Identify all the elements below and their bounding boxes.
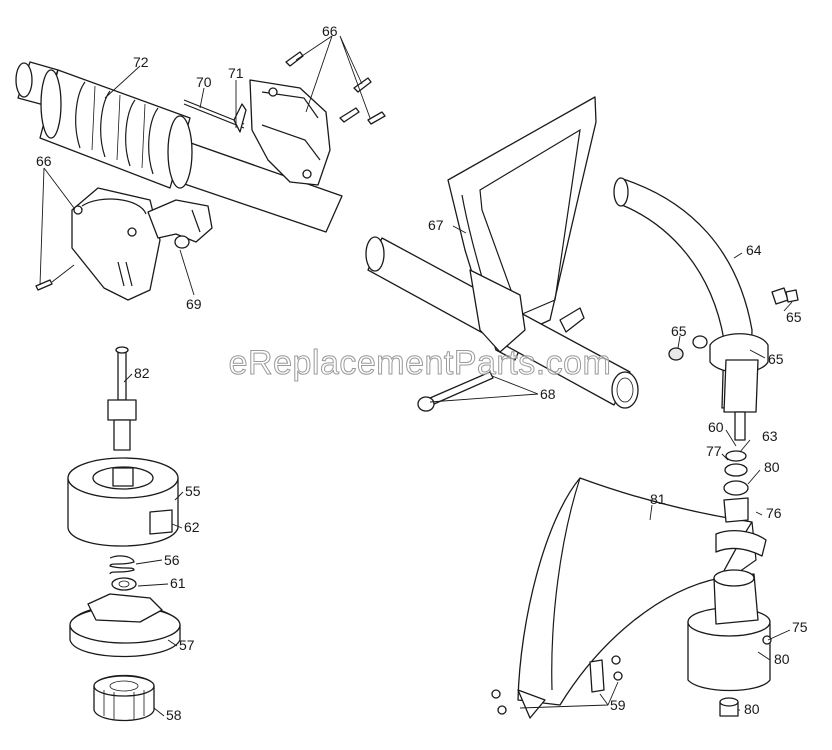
label-part-80-nut: 80 [744,701,760,717]
label-part-72: 72 [133,54,149,70]
label-part-69: 69 [186,296,202,312]
guard-assembly [491,477,772,719]
label-part-75: 75 [792,619,808,635]
label-part-65-tube: 65 [768,351,784,367]
label-part-81: 81 [650,491,666,507]
label-part-63: 63 [762,428,778,444]
label-part-58: 58 [166,707,182,723]
leader-lines [39,35,793,717]
throttle-trigger [147,199,213,249]
label-part-80-gearhead: 80 [774,651,790,667]
label-part-57: 57 [179,637,195,653]
label-part-55: 55 [185,483,201,499]
housing-lower-part-66 [35,187,161,301]
label-part-66-left: 66 [36,153,52,169]
trimmer-head-assembly [67,346,181,722]
label-part-70: 70 [196,74,212,90]
label-part-80-washer: 80 [764,459,780,475]
label-part-64: 64 [746,242,762,258]
label-part-61: 61 [170,575,186,591]
label-part-67: 67 [428,217,444,233]
label-part-76: 76 [766,505,782,521]
label-part-68: 68 [540,386,556,402]
label-part-56: 56 [164,552,180,568]
label-part-71: 71 [228,65,244,81]
grip-part-72 [15,61,193,189]
label-part-66-top: 66 [322,23,338,39]
screws-part-66 [285,51,386,125]
label-part-62: 62 [184,519,200,535]
handlebar-assembly [365,96,799,496]
label-part-77: 77 [706,443,722,459]
watermark-text: eReplacementParts.com [229,344,612,382]
label-part-60: 60 [708,419,724,435]
label-part-65-left: 65 [671,323,687,339]
housing-upper-part-66 [233,79,331,186]
part-number-labels: 72 70 71 66 66 69 67 64 65 65 65 68 60 6… [36,23,808,723]
handle-shaft-assembly [15,51,386,301]
label-part-65-right: 65 [786,309,802,325]
label-part-59: 59 [610,697,626,713]
label-part-82: 82 [134,365,150,381]
